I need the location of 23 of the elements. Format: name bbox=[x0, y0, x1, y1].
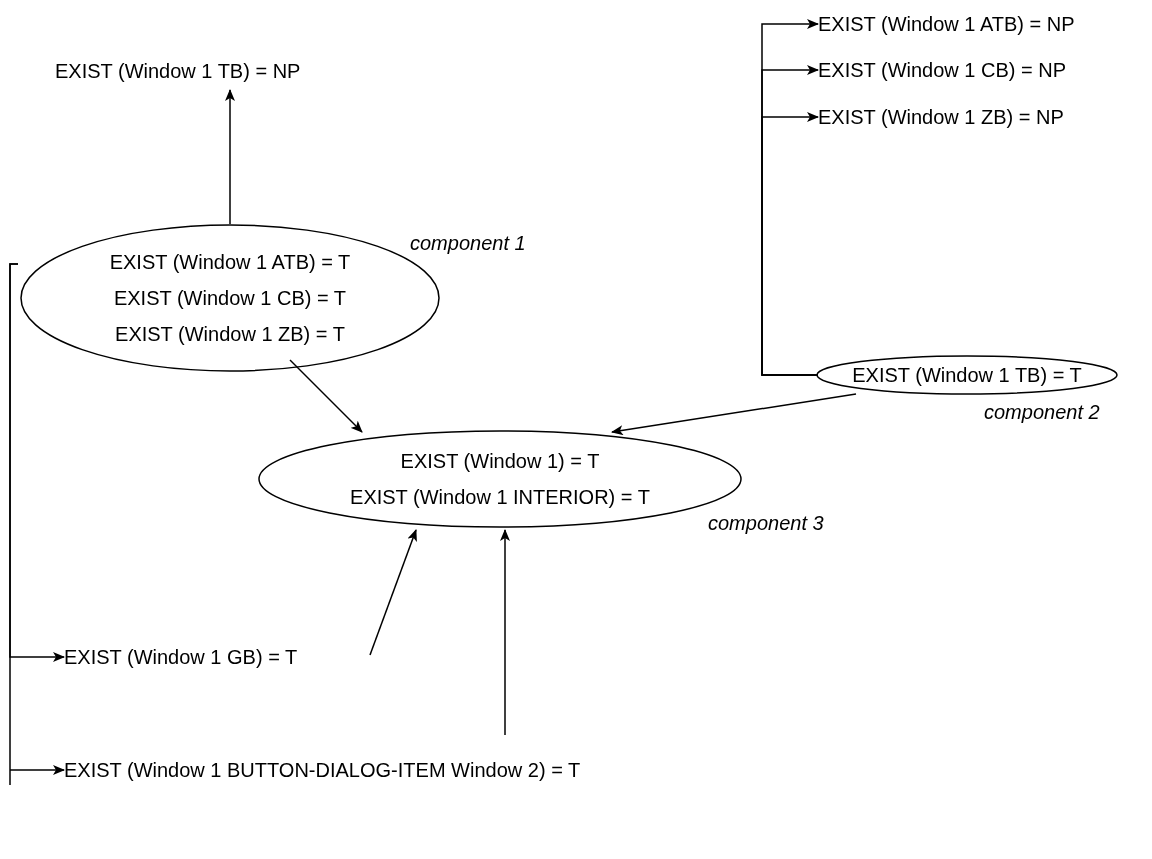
arrow bbox=[761, 112, 819, 376]
statement-text: EXIST (Window 1 GB) = T bbox=[64, 645, 298, 670]
component-label: component 3 bbox=[708, 511, 824, 536]
statement-text: EXIST (Window 1 ATB) = NP bbox=[818, 12, 1075, 37]
statement-text: EXIST (Window 1 BUTTON-DIALOG-ITEM Window 2) = T bbox=[64, 758, 581, 783]
statement-text: EXIST (Window 1 TB) = NP bbox=[55, 59, 301, 84]
arrow bbox=[500, 529, 510, 736]
arrow bbox=[289, 359, 363, 433]
arrow bbox=[9, 263, 65, 786]
statement-text: EXIST (Window 1 CB) = NP bbox=[818, 58, 1067, 83]
statement-text: EXIST (Window 1 ATB) = T bbox=[109, 250, 351, 275]
ellipse-node bbox=[816, 355, 1118, 395]
arrow bbox=[611, 393, 857, 436]
component-label: component 2 bbox=[984, 400, 1100, 425]
arrow bbox=[369, 529, 417, 656]
statement-text: EXIST (Window 1 ZB) = NP bbox=[818, 105, 1064, 130]
arrow bbox=[225, 89, 235, 225]
statement-text: EXIST (Window 1) = T bbox=[400, 449, 600, 474]
statement-text: EXIST (Window 1 ZB) = T bbox=[115, 322, 345, 347]
statement-text: EXIST (Window 1 CB) = T bbox=[113, 286, 347, 311]
statement-text: EXIST (Window 1 TB) = T bbox=[852, 363, 1082, 388]
component-label: component 1 bbox=[410, 231, 526, 256]
statement-text: EXIST (Window 1 INTERIOR) = T bbox=[350, 485, 650, 510]
